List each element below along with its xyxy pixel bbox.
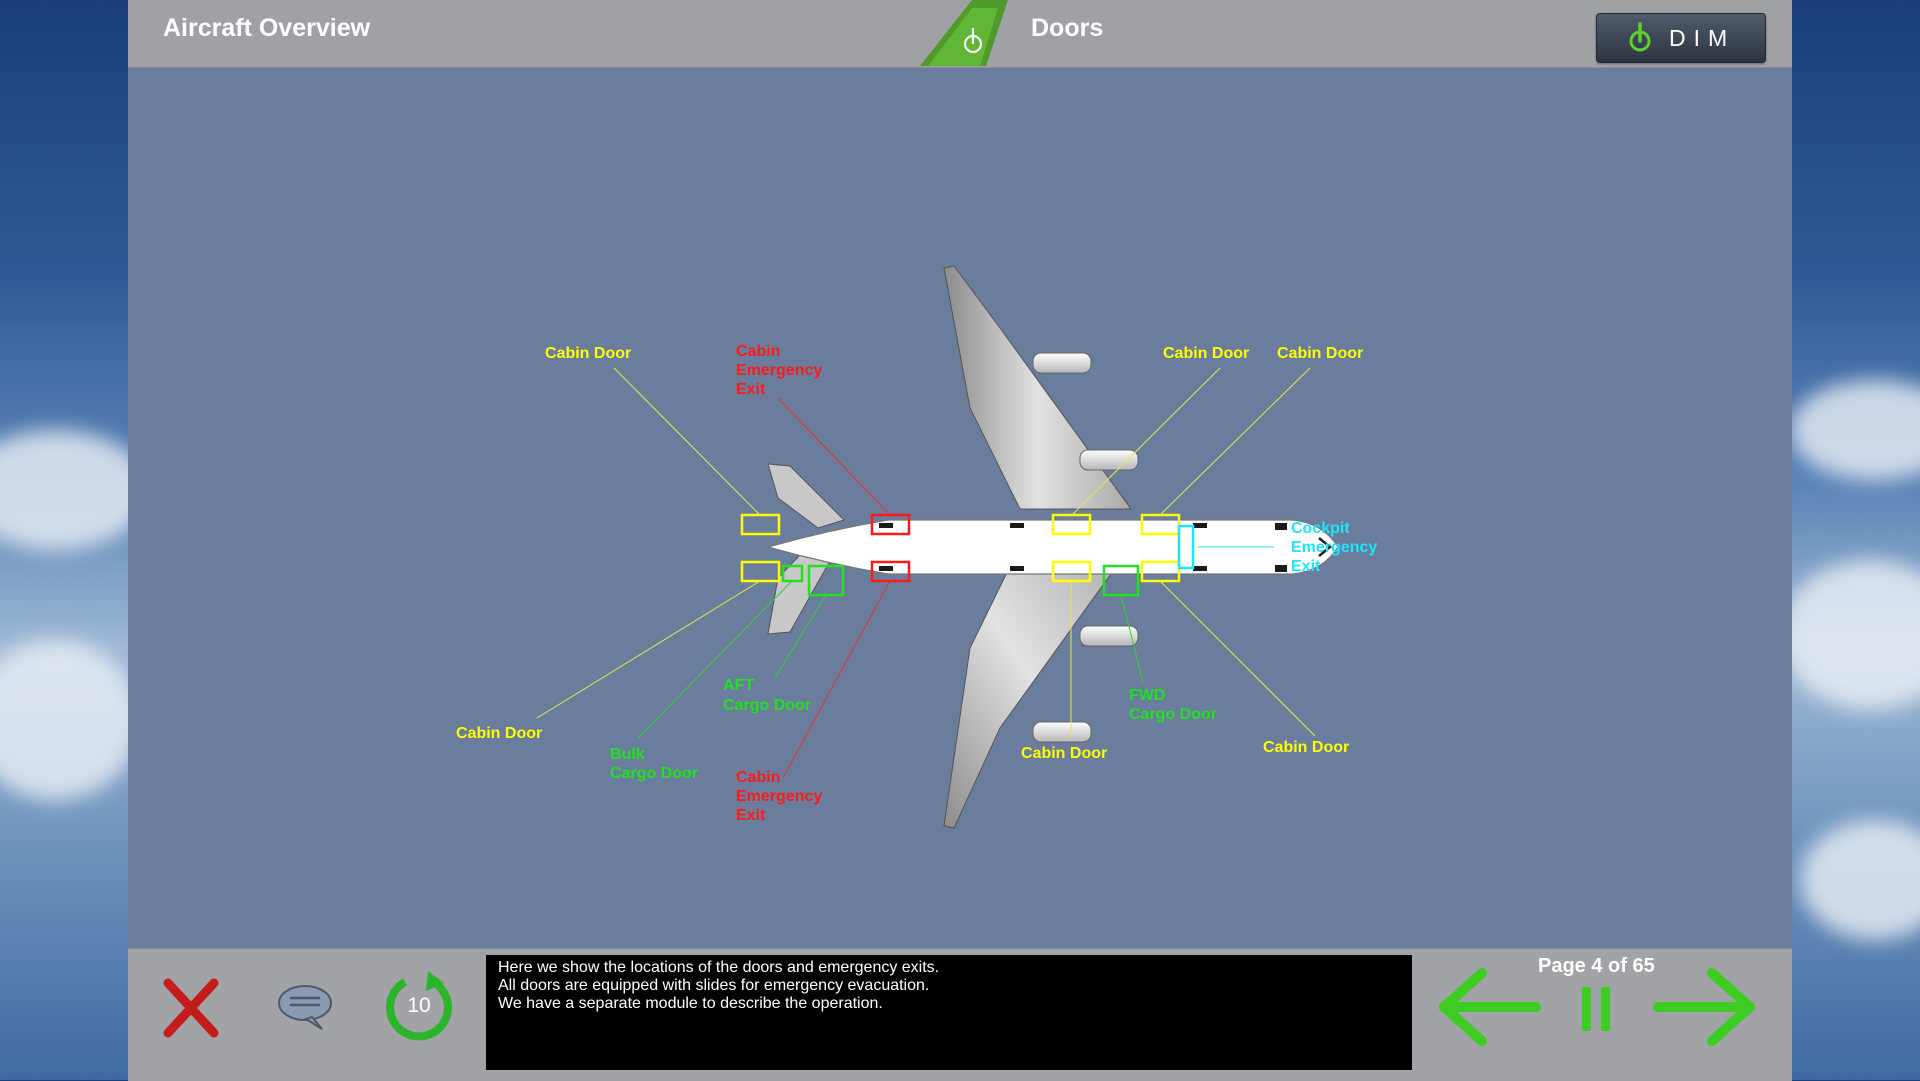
door-diagram: Cabin Door Cabin Door Cabin Door Cabin D… <box>456 265 1382 829</box>
emergency-exit-label-line: Emergency <box>736 362 822 379</box>
app-title: Aircraft Overview <box>163 14 371 42</box>
next-page-button[interactable] <box>1652 967 1760 1047</box>
emergency-exit-label-line: Cabin <box>736 769 780 786</box>
stabilizer-upper <box>767 463 845 529</box>
arrow-left-icon <box>1439 968 1541 1046</box>
cockpit-exit-label-line: Emergency <box>1291 539 1377 556</box>
dim-button[interactable]: DIM <box>1596 13 1766 63</box>
previous-page-button[interactable] <box>1434 967 1542 1047</box>
cockpit-windshield <box>1318 537 1332 557</box>
background-cloud <box>1790 380 1920 480</box>
replay-seconds: 10 <box>407 994 431 1017</box>
emergency-exit-marker[interactable] <box>870 513 911 536</box>
engines <box>1032 352 1139 743</box>
cabin-door-marker[interactable] <box>740 560 781 583</box>
cockpit-exit-label-line: Cockpit <box>1291 520 1350 537</box>
control-bar: 10 Here we show the locations of the doo… <box>128 948 1792 1081</box>
bulk-cargo-door-label-line: Bulk <box>610 746 645 763</box>
door-hatches <box>879 523 1287 572</box>
caption-line: Here we show the locations of the doors … <box>498 959 940 976</box>
emergency-exit-label-line: Exit <box>736 381 766 398</box>
aft-cargo-door-label-line: Cargo Door <box>723 697 811 714</box>
cabin-door-label: Cabin Door <box>456 725 542 742</box>
emergency-exit-label: Cabin Emergency Exit <box>736 343 827 398</box>
fwd-cargo-door-label-line: FWD <box>1129 687 1165 704</box>
cabin-door-label: Cabin Door <box>1163 345 1249 362</box>
pause-icon <box>1582 987 1610 1031</box>
training-app-window: Aircraft Overview Doors DIM <box>128 0 1792 1081</box>
close-icon <box>163 978 219 1038</box>
emergency-exit-marker[interactable] <box>870 560 911 583</box>
cabin-door-marker[interactable] <box>1051 513 1092 536</box>
caption-line: All doors are equipped with slides for e… <box>498 977 930 994</box>
emergency-exit-label-line: Cabin <box>736 343 780 360</box>
speech-bubble-icon <box>278 985 332 1030</box>
caption-line: We have a separate module to describe th… <box>498 995 883 1012</box>
emergency-exit-label-line: Emergency <box>736 788 822 805</box>
cockpit-exit-marker[interactable] <box>1177 524 1195 570</box>
bulk-cargo-door-label-line: Cargo Door <box>610 765 698 782</box>
dim-button-label: DIM <box>1669 25 1736 51</box>
emergency-exit-label: Cabin Emergency Exit <box>736 769 827 824</box>
fwd-cargo-door-label-line: Cargo Door <box>1129 706 1217 723</box>
background-cloud <box>1780 560 1920 710</box>
bulk-cargo-door-marker[interactable] <box>781 564 804 583</box>
power-icon <box>1629 22 1651 52</box>
background-cloud <box>0 430 150 550</box>
arrow-right-icon <box>1653 968 1755 1046</box>
replay-button[interactable]: 10 <box>384 971 454 1041</box>
bulk-cargo-door-label: Bulk Cargo Door <box>610 746 698 782</box>
narration-caption: Here we show the locations of the doors … <box>486 955 1412 1070</box>
aft-cargo-door-label: AFT Cargo Door <box>723 677 811 714</box>
cabin-door-marker[interactable] <box>740 513 781 536</box>
cockpit-exit-label-line: Exit <box>1291 558 1321 575</box>
background-cloud <box>1800 820 1920 940</box>
aircraft-top-view <box>765 265 1339 829</box>
cabin-door-label: Cabin Door <box>545 345 631 362</box>
replay-icon <box>386 971 452 1041</box>
page-indicator: Page 4 of 65 <box>1538 955 1655 977</box>
aft-cargo-door-label-line: AFT <box>723 677 754 694</box>
header-bar: Aircraft Overview Doors DIM <box>128 0 1792 68</box>
wing-upper <box>943 265 1132 510</box>
fwd-cargo-door-label: FWD Cargo Door <box>1129 687 1217 723</box>
cockpit-exit-label: Cockpit Emergency Exit <box>1291 520 1382 575</box>
aircraft-tail-logo-icon <box>920 0 1008 66</box>
cabin-door-label: Cabin Door <box>1277 345 1363 362</box>
pause-button[interactable] <box>1580 985 1612 1033</box>
background-cloud <box>0 640 140 800</box>
close-button[interactable] <box>160 975 222 1041</box>
emergency-exit-label-line: Exit <box>736 807 766 824</box>
cabin-door-label: Cabin Door <box>1021 745 1107 762</box>
cabin-door-label: Cabin Door <box>1263 739 1349 756</box>
page-title: Doors <box>1031 14 1104 42</box>
subtitles-button[interactable] <box>276 979 334 1035</box>
